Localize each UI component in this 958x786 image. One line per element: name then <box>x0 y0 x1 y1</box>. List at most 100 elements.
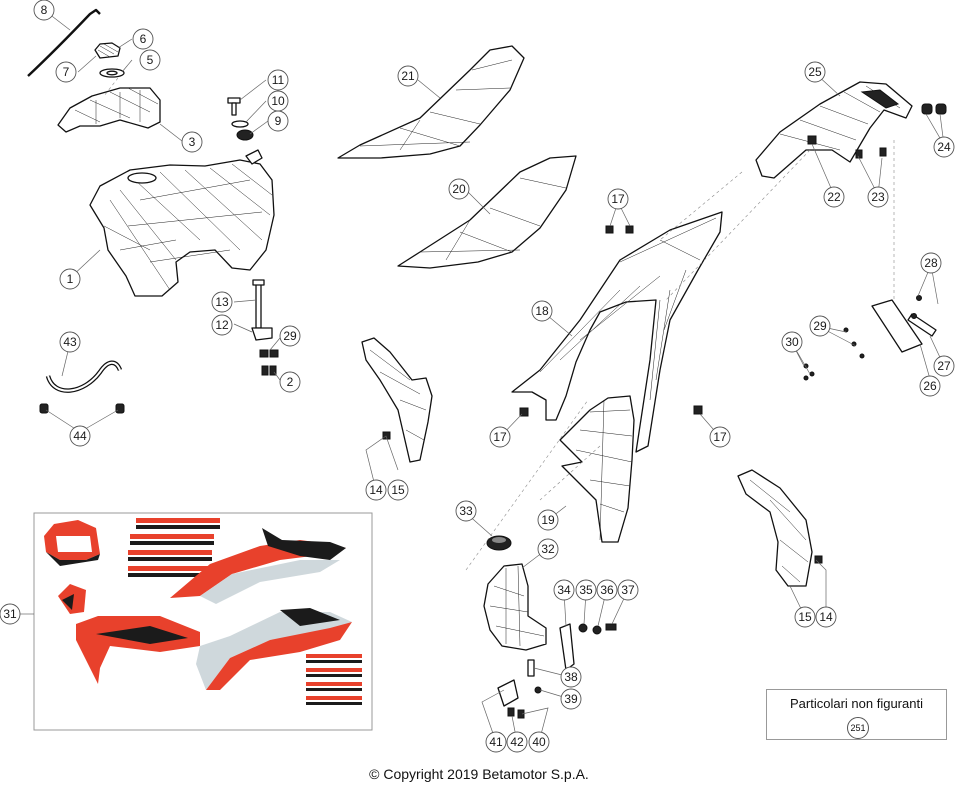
radiator-scoop <box>559 395 635 543</box>
svg-text:24: 24 <box>937 140 951 154</box>
svg-text:19: 19 <box>541 513 555 527</box>
callout: 20 <box>448 178 470 200</box>
svg-text:17: 17 <box>713 430 727 444</box>
svg-text:17: 17 <box>493 430 507 444</box>
callout: 38 <box>560 666 582 688</box>
rear-fender <box>755 81 913 179</box>
callout: 17 <box>709 426 731 448</box>
callout: 39 <box>560 688 582 710</box>
svg-text:41: 41 <box>489 735 503 749</box>
callout: 14 <box>365 479 387 501</box>
svg-text:36: 36 <box>600 583 614 597</box>
svg-text:8: 8 <box>41 3 48 17</box>
seat-upper <box>337 45 525 159</box>
rear-fender-screws <box>807 103 947 159</box>
svg-text:38: 38 <box>564 670 578 684</box>
assembly-lines <box>103 77 895 571</box>
callout: 17 <box>607 188 629 210</box>
copyright-notice: © Copyright 2019 Betamotor S.p.A. <box>369 766 589 782</box>
callout: 19 <box>537 509 559 531</box>
svg-text:43: 43 <box>63 335 77 349</box>
svg-text:15: 15 <box>798 610 812 624</box>
callout: 28 <box>920 252 942 274</box>
tank-bracket <box>251 327 273 341</box>
callout: 44 <box>69 425 91 447</box>
tank-washer <box>231 120 249 128</box>
svg-text:11: 11 <box>272 73 285 87</box>
svg-text:35: 35 <box>579 583 593 597</box>
svg-text:28: 28 <box>924 256 938 270</box>
svg-text:26: 26 <box>923 379 937 393</box>
callout: 25 <box>804 61 826 83</box>
svg-text:20: 20 <box>452 182 466 196</box>
callout: 15 <box>387 479 409 501</box>
svg-text:14: 14 <box>819 610 833 624</box>
svg-text:3: 3 <box>189 135 196 149</box>
not-shown-parts-box: Particolari non figuranti 251 <box>766 689 947 740</box>
svg-text:10: 10 <box>271 94 285 108</box>
callout: 27 <box>933 355 955 377</box>
callout: 37 <box>617 579 639 601</box>
fuel-cap <box>94 42 121 59</box>
svg-text:2: 2 <box>287 375 294 389</box>
filter-box <box>483 563 547 651</box>
svg-text:6: 6 <box>140 32 147 46</box>
callout: 2 <box>279 371 301 393</box>
callout: 24 <box>933 136 955 158</box>
callout: 35 <box>575 579 597 601</box>
side-cover-right <box>737 469 823 587</box>
svg-text:31: 31 <box>3 607 17 621</box>
side-panel <box>511 211 723 453</box>
svg-text:13: 13 <box>215 295 229 309</box>
callout: 17 <box>489 426 511 448</box>
plate-holder <box>803 295 937 381</box>
tank-screw <box>227 97 241 116</box>
svg-text:15: 15 <box>391 483 405 497</box>
svg-text:30: 30 <box>785 335 799 349</box>
svg-text:12: 12 <box>215 318 229 332</box>
svg-text:32: 32 <box>541 542 555 556</box>
callout: 36 <box>596 579 618 601</box>
svg-text:29: 29 <box>813 319 827 333</box>
svg-text:21: 21 <box>401 69 415 83</box>
callout: 43 <box>59 331 81 353</box>
callout: 26 <box>919 375 941 397</box>
seat-lower <box>397 155 577 269</box>
callout: 11 <box>267 69 289 91</box>
callout: 21 <box>397 65 419 87</box>
svg-text:29: 29 <box>283 329 297 343</box>
svg-text:18: 18 <box>535 304 549 318</box>
callout: 6 <box>132 28 154 50</box>
callout: 23 <box>867 186 889 208</box>
svg-text:39: 39 <box>564 692 578 706</box>
callout: 41 <box>485 731 507 753</box>
svg-text:34: 34 <box>557 583 571 597</box>
svg-text:25: 25 <box>808 65 822 79</box>
callout: 33 <box>455 500 477 522</box>
tank-bolt <box>252 279 265 329</box>
svg-text:27: 27 <box>937 359 951 373</box>
callout: 10 <box>267 90 289 112</box>
callout: 7 <box>55 61 77 83</box>
svg-text:23: 23 <box>871 190 885 204</box>
svg-text:40: 40 <box>532 735 546 749</box>
not-shown-parts-title: Particolari non figuranti <box>790 696 923 711</box>
callout-group: 1 2 3 5 6 7 8 9 10 11 12 13 14 14 15 15 … <box>0 0 955 753</box>
svg-text:1: 1 <box>67 272 74 286</box>
svg-text:14: 14 <box>369 483 383 497</box>
callout: 42 <box>506 731 528 753</box>
tank-nuts <box>259 349 279 376</box>
tank-bushing <box>236 129 254 141</box>
callout: 3 <box>181 131 203 153</box>
svg-text:42: 42 <box>510 735 524 749</box>
callout: 12 <box>211 314 233 336</box>
drain-hose <box>39 360 125 414</box>
svg-text:17: 17 <box>611 192 625 206</box>
callout: 30 <box>781 331 803 353</box>
callout: 18 <box>531 300 553 322</box>
callout: 34 <box>553 579 575 601</box>
callout: 22 <box>823 186 845 208</box>
callout: 1 <box>59 268 81 290</box>
callout: 5 <box>139 49 161 71</box>
